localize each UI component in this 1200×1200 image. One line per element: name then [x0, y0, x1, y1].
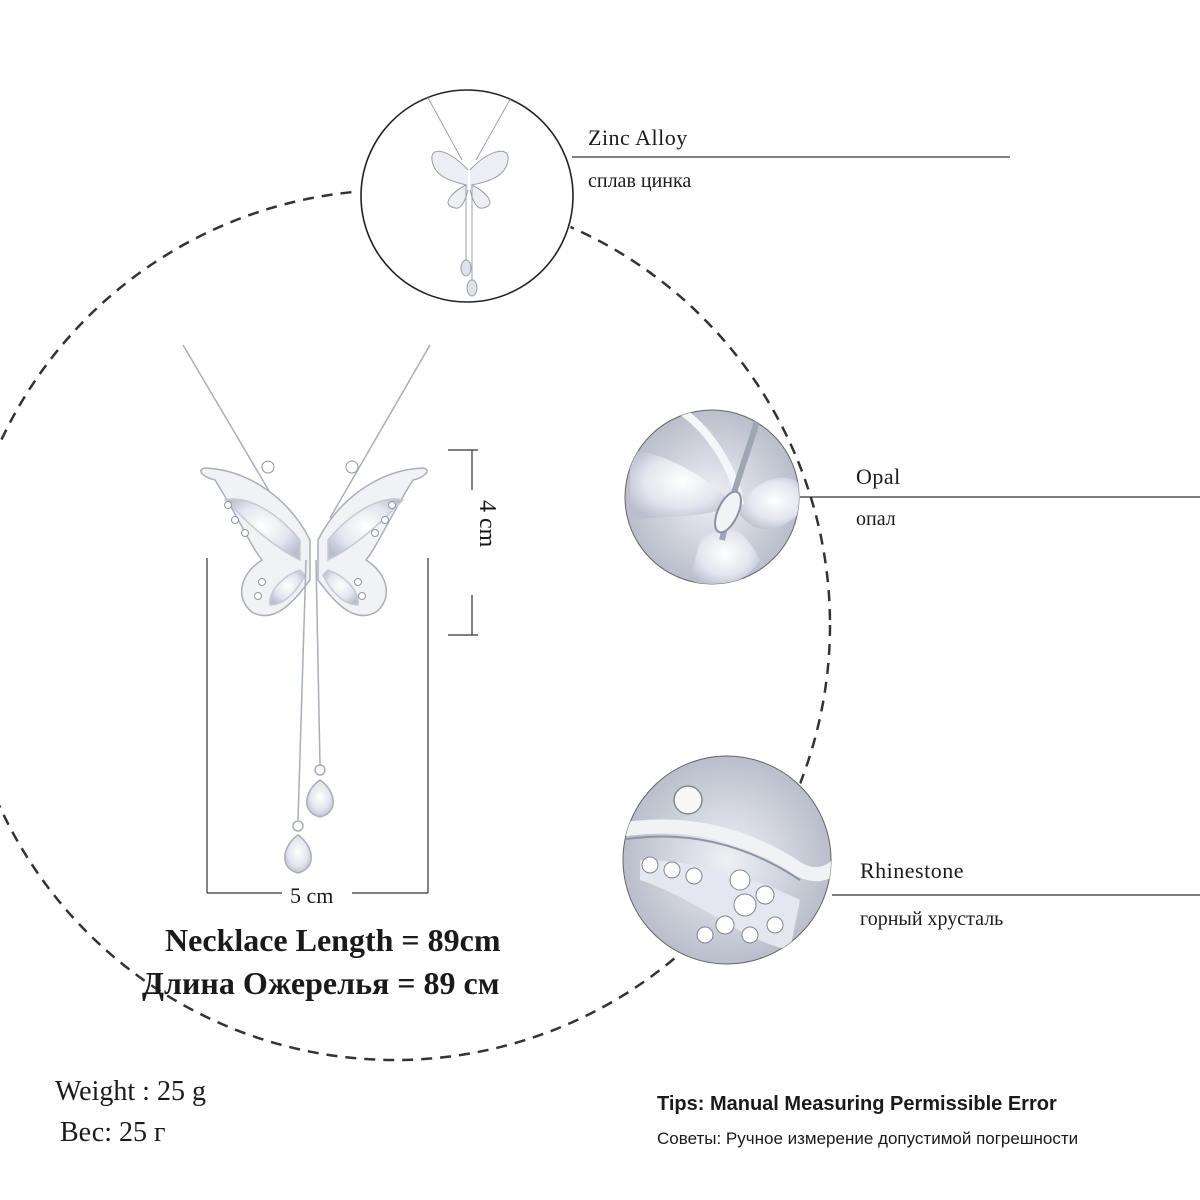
weight-ru: Вес: 25 г [60, 1117, 166, 1148]
dimension-width-label: 5 cm [290, 883, 334, 908]
dimension-height-label: 4 cm [474, 500, 500, 548]
leader-lines [572, 156, 1200, 896]
material-label-opal: Opal [856, 464, 901, 489]
weight-en: Weight : 25 g [55, 1076, 206, 1107]
dashed-outline-circle [0, 188, 832, 1062]
material-label-zinc-alloy: Zinc Alloy [588, 125, 688, 150]
dimension-lines [206, 449, 478, 894]
necklace-length-en: Necklace Length = 89cm [165, 922, 501, 958]
necklace-length-ru: Длина Ожерелья = 89 см [142, 965, 500, 1001]
rhinestone-closeup [622, 755, 832, 965]
material-label-rhinestone: Rhinestone [860, 858, 964, 883]
tips-ru: Советы: Ручное измерение допустимой погр… [657, 1129, 1079, 1148]
zinc-alloy-thumbnail [360, 89, 574, 303]
material-label-opal-ru: опал [856, 508, 896, 530]
material-label-rhinestone-ru: горный хрусталь [860, 908, 1004, 930]
material-label-zinc-alloy-ru: сплав цинка [588, 170, 692, 192]
opal-closeup [624, 409, 800, 585]
tips-en: Tips: Manual Measuring Permissible Error [657, 1093, 1057, 1115]
butterfly-necklace-main [182, 344, 431, 874]
